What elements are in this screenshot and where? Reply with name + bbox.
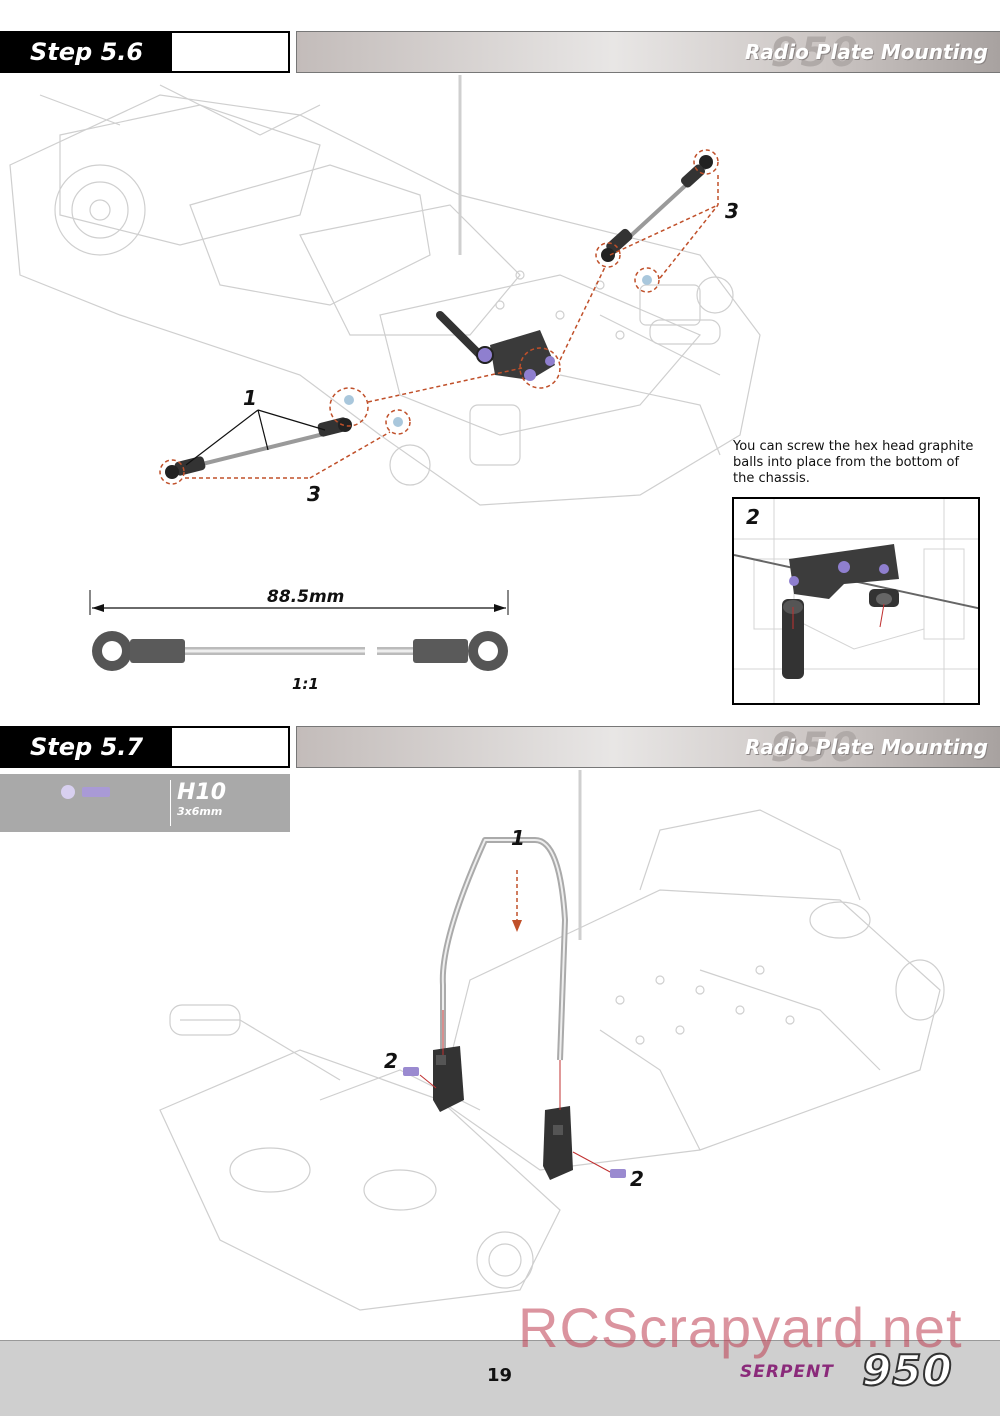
step-5-7-header: Step 5.7 <box>0 726 290 768</box>
inset-callout-2: 2 <box>746 505 760 529</box>
step-5-7-callout-2-right: 2 <box>630 1167 644 1191</box>
page-footer <box>0 1340 1000 1416</box>
part-size: 3x6mm <box>177 805 223 818</box>
bar-logo: 950 <box>770 31 860 73</box>
callout-3-upper: 3 <box>725 199 739 223</box>
step-5-6-assembly-drawing <box>9 75 761 506</box>
step-5-7-callout-2-left: 2 <box>384 1049 398 1073</box>
detail-inset-drawing <box>734 499 978 703</box>
assembly-note: You can screw the hex head graphite ball… <box>733 439 974 486</box>
scale-label: 1:1 <box>292 675 319 693</box>
step-5-6-title-bar: 950 Radio Plate Mounting <box>296 31 1000 73</box>
part-code: H10 <box>177 780 227 805</box>
parts-divider <box>170 780 171 826</box>
watermark: RCScrapyard.net <box>518 1296 963 1359</box>
step-5-7-title-bar: 950 Radio Plate Mounting <box>296 726 1000 768</box>
brand-name: SERPENT <box>740 1362 834 1382</box>
parts-box: H10 3x6mm <box>0 774 290 832</box>
dimension-label: 88.5mm <box>267 587 345 607</box>
step-5-6-header: Step 5.6 <box>0 31 290 73</box>
step-5-7-assembly-drawing <box>159 770 945 1311</box>
step-5-7-title: Radio Plate Mounting <box>745 735 988 759</box>
brand-model: 950 <box>861 1345 953 1396</box>
callout-1: 1 <box>243 386 257 410</box>
step-5-7-label: Step 5.7 <box>2 728 172 766</box>
callout-3-lower: 3 <box>307 482 321 506</box>
step-5-6-title: Radio Plate Mounting <box>745 40 988 64</box>
bar-logo: 950 <box>770 726 860 768</box>
step-5-7-callout-1: 1 <box>511 826 525 850</box>
detail-inset: 2 <box>732 497 980 705</box>
step-5-6-label: Step 5.6 <box>2 33 172 71</box>
screw-icon <box>61 785 110 799</box>
turnbuckle-dimension-drawing <box>89 590 509 671</box>
page-number: 19 <box>487 1365 513 1386</box>
